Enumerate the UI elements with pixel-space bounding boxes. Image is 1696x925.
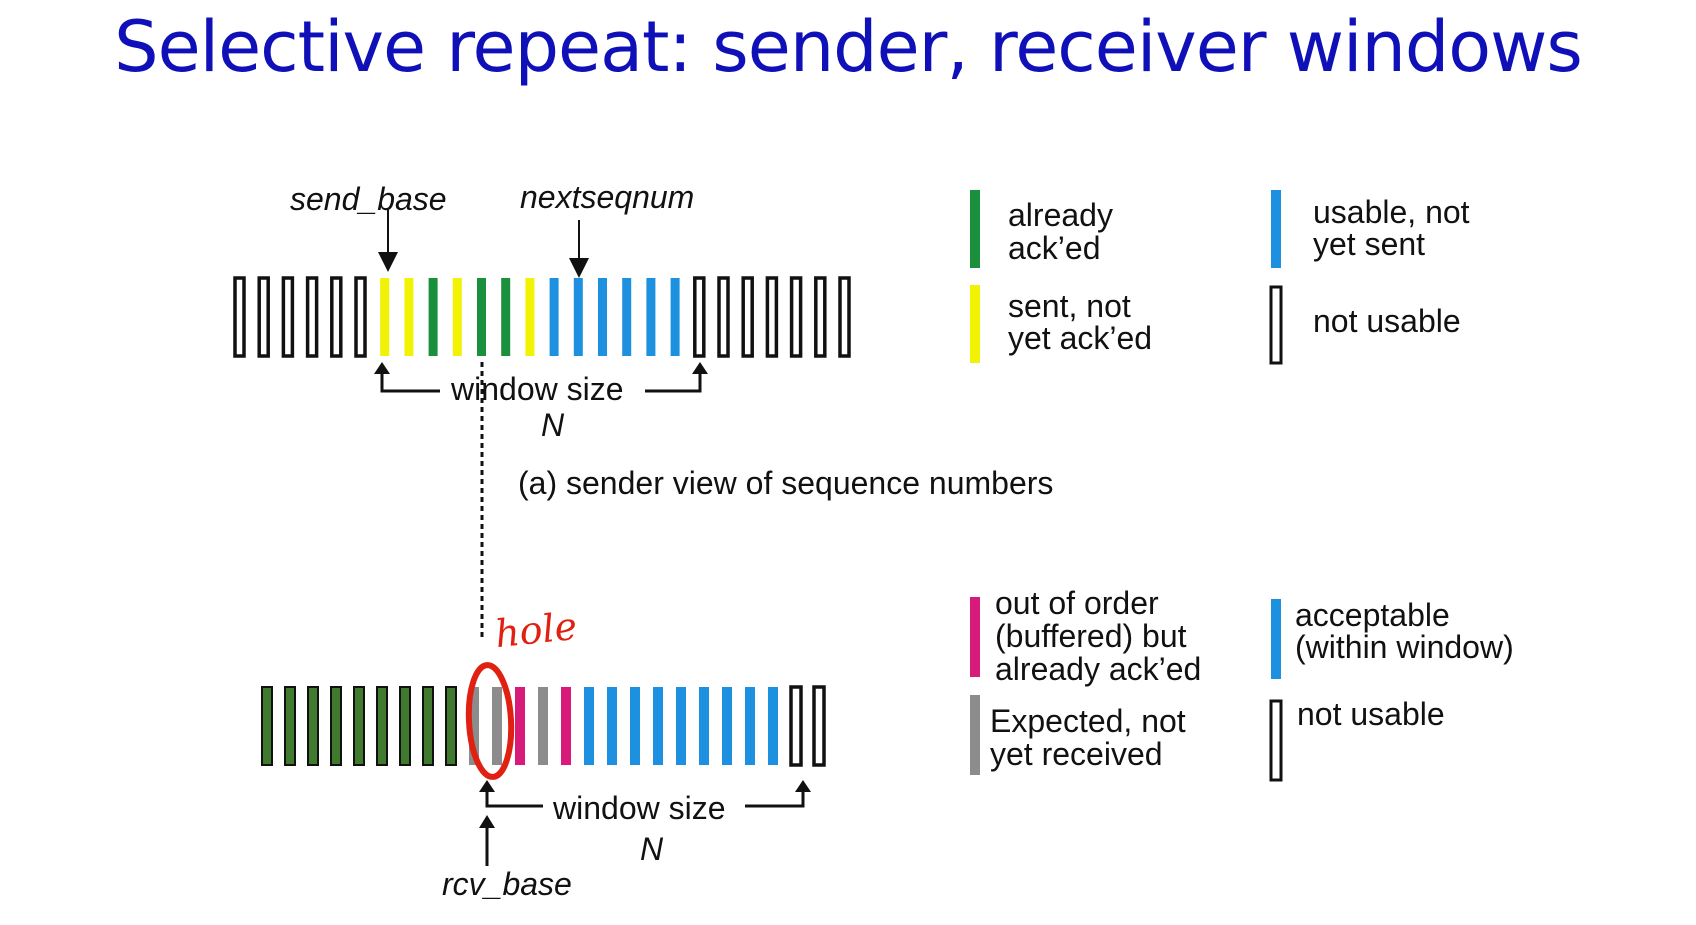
receiver-cell-usable — [584, 687, 594, 765]
legend-acceptable-line2: (within window) — [1295, 629, 1514, 665]
legend-swatches — [970, 190, 1283, 782]
legend-swatch-out-of-order — [970, 597, 980, 677]
receiver-cell-empty — [812, 685, 826, 767]
legend-swatch-sent-not-acked — [970, 285, 980, 363]
sender-cell-acked — [477, 278, 486, 356]
sender-cell-sent — [452, 278, 462, 356]
legend-already-acked-line1: already — [1008, 197, 1113, 233]
sender-cell-empty — [814, 276, 827, 358]
receiver-window-size-label: window size — [553, 790, 726, 826]
sender-window-size-label: window size — [451, 371, 624, 407]
receiver-cell-expected — [469, 687, 479, 765]
receiver-cell-expected — [492, 687, 502, 765]
receiver-cell-rcvacked — [284, 686, 296, 766]
legend-acceptable-line1: acceptable — [1295, 597, 1450, 633]
receiver-sequence-cells — [261, 685, 826, 767]
sender-cell-sent — [404, 278, 414, 356]
legend-not-usable-receiver: not usable — [1297, 696, 1445, 732]
sender-window-n-label: N — [541, 407, 565, 443]
receiver-window-right-arrowhead — [795, 780, 811, 792]
sender-window-left-arrowhead — [374, 362, 390, 374]
sender-cell-usable — [573, 278, 583, 356]
receiver-cell-usable — [768, 687, 778, 765]
receiver-window-left-arrowhead — [479, 780, 495, 792]
sender-caption: (a) sender view of sequence numbers — [518, 465, 1054, 501]
receiver-cell-expected — [538, 687, 548, 765]
sender-cell-empty — [354, 276, 367, 358]
receiver-window-bracket — [485, 790, 805, 808]
nextseqnum-label: nextseqnum — [520, 179, 695, 215]
sender-cell-usable — [646, 278, 656, 356]
sender-cell-usable — [598, 278, 607, 356]
sender-cell-empty — [741, 276, 754, 358]
legend-usable-not-sent-line2: yet sent — [1313, 226, 1426, 262]
receiver-cell-rcvacked — [376, 686, 388, 766]
receiver-cell-rcvacked — [330, 686, 342, 766]
sender-sequence-cells — [233, 276, 851, 358]
legend-swatch-not-usable-sender — [1269, 285, 1283, 365]
legend-out-of-order-line3: already ack’ed — [995, 651, 1202, 687]
receiver-cell-usable — [699, 687, 709, 765]
sender-cell-empty — [838, 276, 851, 358]
legend-already-acked-line2: ack’ed — [1008, 230, 1101, 266]
sender-cell-usable — [670, 278, 680, 356]
receiver-cell-outoforder — [515, 687, 525, 765]
receiver-cell-empty — [789, 685, 803, 767]
receiver-cell-usable — [630, 687, 640, 765]
legend-usable-not-sent-line1: usable, not — [1313, 194, 1470, 230]
receiver-cell-rcvacked — [261, 686, 273, 766]
legend-out-of-order-line2: (buffered) but — [995, 618, 1187, 654]
legend-sent-not-acked-line1: sent, not — [1008, 288, 1131, 324]
sender-cell-empty — [789, 276, 803, 358]
receiver-cell-rcvacked — [422, 686, 434, 766]
rcv-base-arrowhead — [479, 815, 495, 828]
legend-swatch-expected — [970, 695, 980, 775]
receiver-cell-rcvacked — [399, 686, 411, 766]
slide-title: Selective repeat: sender, receiver windo… — [114, 6, 1583, 88]
sender-cell-usable — [549, 278, 559, 356]
receiver-cell-usable — [676, 687, 686, 765]
receiver-cell-usable — [722, 687, 732, 765]
sender-cell-empty — [305, 276, 319, 358]
receiver-window-n-label: N — [640, 831, 664, 867]
legend-swatch-usable-not-sent — [1271, 190, 1281, 268]
receiver-cell-rcvacked — [307, 686, 319, 766]
legend-expected-line1: Expected, not — [990, 703, 1186, 739]
legend-out-of-order-line1: out of order — [995, 585, 1159, 621]
receiver-cell-outoforder — [561, 687, 571, 765]
hole-circle-annotation — [465, 662, 515, 780]
sender-cell-acked — [428, 278, 438, 356]
send-base-label: send_base — [290, 181, 447, 217]
legend-expected-line2: yet received — [990, 736, 1163, 772]
receiver-cell-usable — [745, 687, 755, 765]
receiver-cell-rcvacked — [353, 686, 365, 766]
receiver-cell-usable — [653, 687, 663, 765]
legend-swatch-already-acked — [970, 190, 980, 268]
sender-cell-empty — [717, 276, 730, 358]
sender-window-right-arrowhead — [692, 362, 708, 374]
sender-cell-empty — [233, 276, 246, 358]
sender-cell-acked — [501, 278, 511, 356]
sender-cell-sent — [380, 278, 390, 356]
sender-cell-empty — [693, 276, 706, 358]
receiver-cell-rcvacked — [445, 686, 457, 766]
sender-window-bracket — [380, 372, 702, 393]
receiver-cell-usable — [607, 687, 617, 765]
sender-cell-empty — [765, 276, 779, 358]
legend-swatch-not-usable-receiver — [1269, 699, 1283, 782]
hole-annotation-label: hole — [492, 603, 580, 657]
rcv-base-label: rcv_base — [442, 866, 572, 902]
legend-swatch-acceptable — [1271, 599, 1281, 679]
sender-cell-empty — [257, 276, 270, 358]
legend-not-usable-sender: not usable — [1313, 303, 1461, 339]
sender-cell-usable — [622, 278, 632, 356]
sender-cell-sent — [525, 278, 535, 356]
legend-sent-not-acked-line2: yet ack’ed — [1008, 320, 1153, 356]
sender-cell-empty — [281, 276, 295, 358]
sender-cell-empty — [330, 276, 343, 358]
